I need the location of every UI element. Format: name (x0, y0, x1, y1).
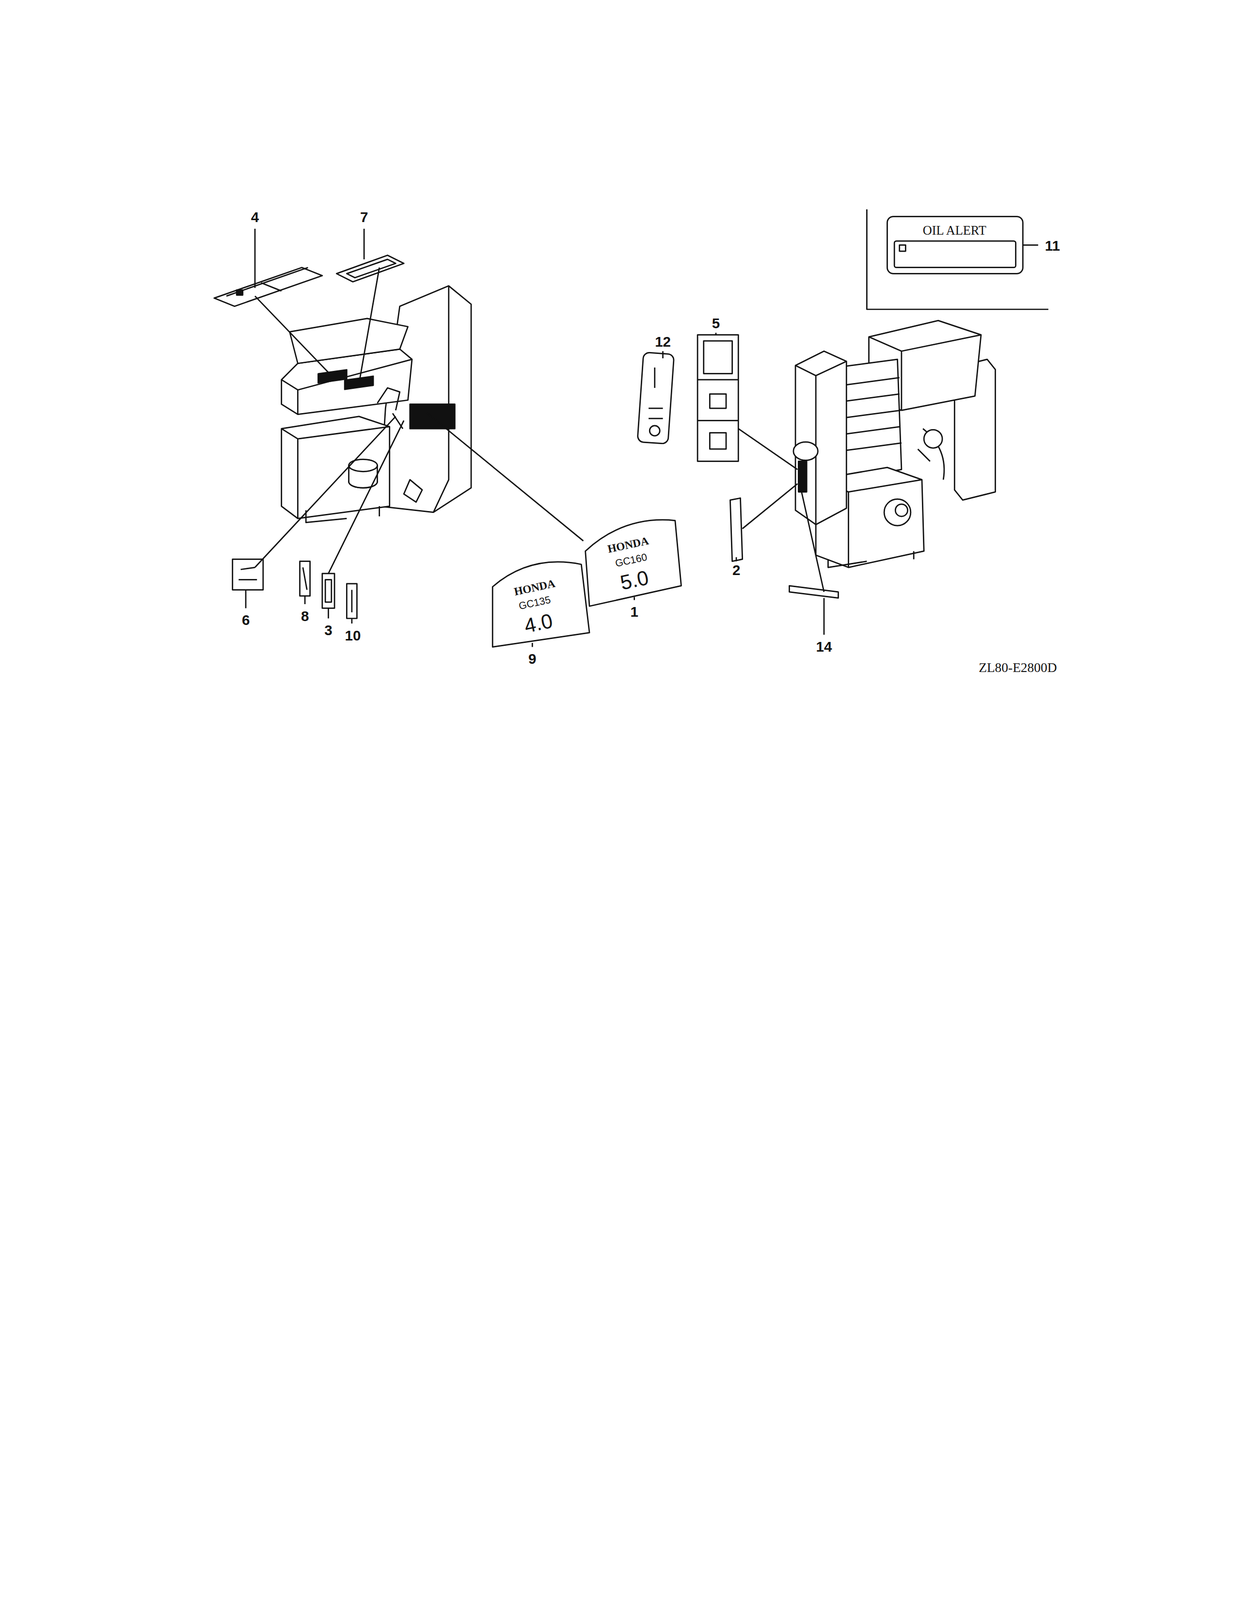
decal-spot (317, 369, 347, 383)
decal-7 (336, 254, 404, 282)
leader-line (1022, 244, 1039, 246)
fuel-valve (923, 429, 943, 448)
spark-plug-lead (918, 428, 945, 480)
cooling-fins (838, 377, 902, 451)
decal-1 (585, 519, 682, 606)
leader-line (350, 618, 353, 624)
callout-number: 3 (324, 622, 333, 638)
decal-5-mark (709, 394, 727, 409)
fuel-tank (289, 318, 409, 364)
leader-line (254, 296, 332, 376)
decal-6-mark (238, 567, 257, 580)
oil-alert-inset (866, 209, 1049, 310)
drawing-number: ZL80-E2800D (978, 661, 1057, 675)
decal-4-divider (226, 267, 308, 297)
leader-line (304, 595, 306, 604)
decal-12-icon (649, 425, 660, 436)
air-cleaner-edge (281, 359, 412, 415)
leader-line (245, 589, 247, 609)
leader-line (823, 597, 825, 635)
output-shaft-end (895, 504, 908, 517)
callout-number: 4 (251, 209, 259, 225)
engine-base (827, 551, 914, 568)
callout-number: 12 (654, 334, 671, 349)
callout-number: 1 (630, 604, 638, 620)
leader-line (662, 350, 664, 359)
left-engine (281, 285, 472, 523)
decal-text: OIL ALERT (922, 223, 987, 237)
decal-spot (410, 404, 456, 429)
decal-12-mark (648, 367, 663, 419)
decal-text: GC135 (517, 594, 552, 611)
decal-10-mark (350, 589, 353, 613)
decal-12 (637, 351, 675, 444)
leader-line (801, 491, 824, 592)
leader-line (426, 412, 584, 541)
decal-9 (492, 561, 590, 647)
callout-number: 14 (816, 639, 833, 654)
inset-frame (866, 209, 1049, 310)
decal-5-divider (697, 340, 739, 421)
decal-8-mark (302, 567, 307, 590)
recoil-knob (793, 442, 818, 461)
decal-4 (214, 267, 323, 307)
leader-lines (245, 228, 1039, 648)
oil-alert-decal (887, 216, 1023, 274)
leader-line (738, 428, 798, 470)
leader-line (328, 420, 404, 574)
callout-number: 10 (345, 628, 362, 643)
leader-line (254, 416, 396, 568)
leader-line (531, 642, 534, 647)
decal-10 (346, 583, 357, 619)
oil-cap-top (348, 459, 378, 472)
callout-number: 6 (241, 612, 250, 628)
oil-alert-lamp (899, 244, 906, 252)
right-engine (793, 320, 996, 568)
decal-text: 5.0 (618, 567, 651, 594)
recoil-grip (403, 479, 423, 502)
decal-text: GC160 (614, 551, 649, 569)
leader-line (735, 556, 738, 561)
callout-number: 11 (1045, 238, 1061, 254)
crankcase (281, 416, 390, 519)
decal-8 (300, 561, 311, 597)
leader-line (359, 267, 380, 384)
decal-5 (697, 334, 739, 462)
leader-line (633, 596, 635, 600)
decal-2 (729, 497, 743, 561)
callout-number: 2 (732, 562, 741, 578)
callout-number: 9 (528, 651, 537, 666)
oil-alert-window (894, 240, 1016, 268)
decal-3-mark (325, 579, 332, 603)
leader-line (363, 228, 365, 260)
leader-line (254, 228, 256, 288)
callout-number: 5 (712, 316, 720, 331)
decal-5-mark (709, 432, 727, 450)
callout-number: 8 (301, 608, 309, 624)
recoil-cover-edge (433, 285, 449, 513)
output-shaft (884, 498, 911, 526)
decal-14 (789, 585, 839, 598)
decal-text: 4.0 (522, 610, 555, 636)
engine-base (305, 506, 380, 523)
leader-line (327, 607, 330, 618)
decals (214, 254, 839, 647)
decal-7-inner (346, 259, 396, 278)
callout-number: 7 (360, 209, 368, 225)
decal-spot (798, 460, 807, 492)
decal-4-mark (236, 289, 243, 296)
leader-line (742, 483, 798, 529)
leader-line (715, 332, 717, 335)
decal-3 (322, 573, 335, 609)
decal-text: HONDA (606, 534, 650, 555)
